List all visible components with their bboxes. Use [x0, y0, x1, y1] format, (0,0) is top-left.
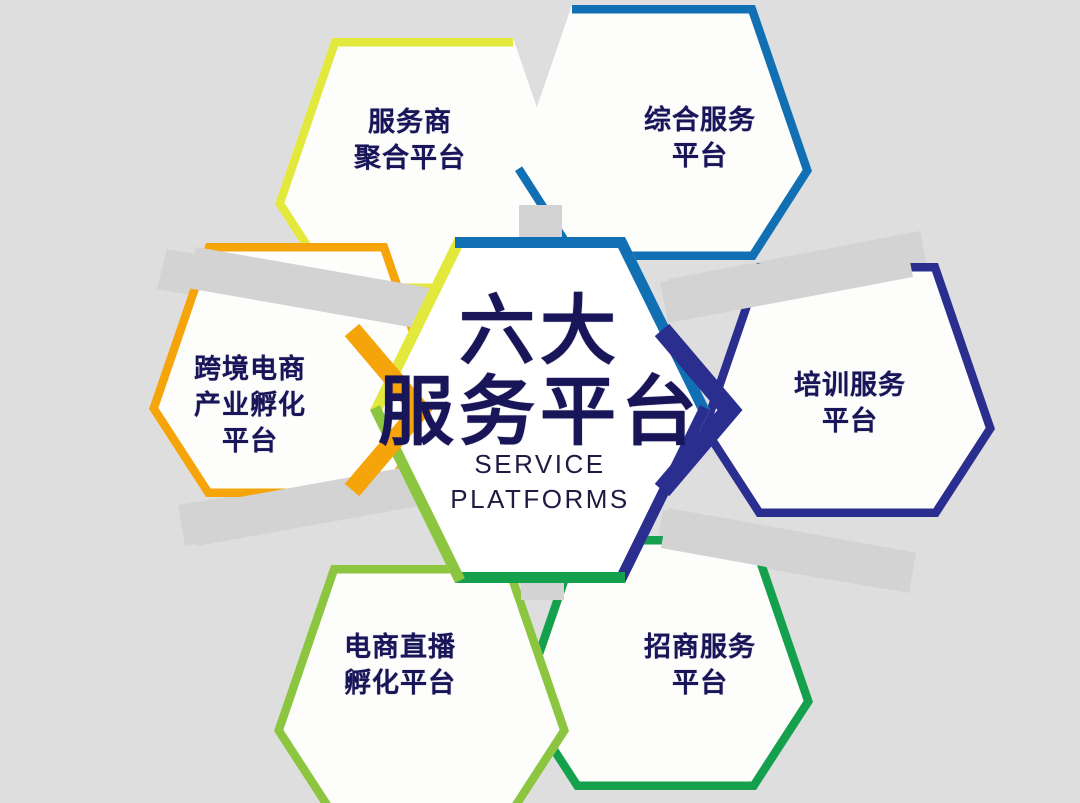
chevron-arrows: [344, 323, 743, 497]
chevron-right-icon: [654, 323, 743, 497]
connector-overlay-top-left: [187, 247, 430, 329]
chevron-left-icon: [344, 323, 433, 497]
hex-node-ecommerce-livestream-incubation[interactable]: [274, 565, 569, 803]
outer-hexagons: [149, 5, 995, 803]
connector-overlay-top-right: [660, 236, 913, 323]
connector-overlay-right: [661, 508, 912, 592]
hex-node-investment-promotion-service[interactable]: [518, 536, 813, 790]
connector-overlay-left: [190, 462, 441, 546]
hex-node-training-service[interactable]: [700, 263, 995, 517]
